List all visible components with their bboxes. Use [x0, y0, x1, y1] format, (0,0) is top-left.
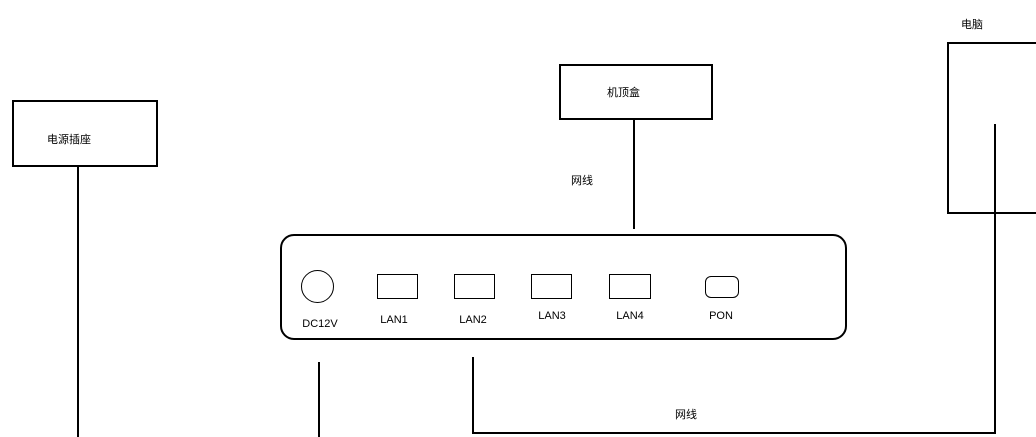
stb-cable-label: 网线 — [571, 174, 593, 187]
lan1-port-label: LAN1 — [380, 314, 408, 326]
set-top-box-label: 机顶盒 — [607, 86, 640, 99]
pon-port-label: PON — [709, 310, 733, 322]
pc-cable-label: 网线 — [675, 408, 697, 421]
pon-port — [705, 276, 739, 298]
lan3-port-label: LAN3 — [538, 310, 566, 322]
lan2-port-label: LAN2 — [459, 314, 487, 326]
lan4-port-label: LAN4 — [616, 310, 644, 322]
computer-cable — [472, 124, 996, 434]
lan3-port — [531, 274, 572, 299]
computer-box — [947, 42, 1036, 214]
set-top-box — [559, 64, 713, 120]
dc-power-port — [301, 270, 334, 303]
dc-port-label: DC12V — [302, 318, 338, 330]
lan1-port — [377, 274, 418, 299]
computer-label: 电脑 — [961, 18, 983, 31]
power-socket-box — [12, 100, 158, 167]
lan4-port — [609, 274, 651, 299]
lan2-port — [454, 274, 495, 299]
power-socket-label: 电源插座 — [47, 133, 91, 146]
